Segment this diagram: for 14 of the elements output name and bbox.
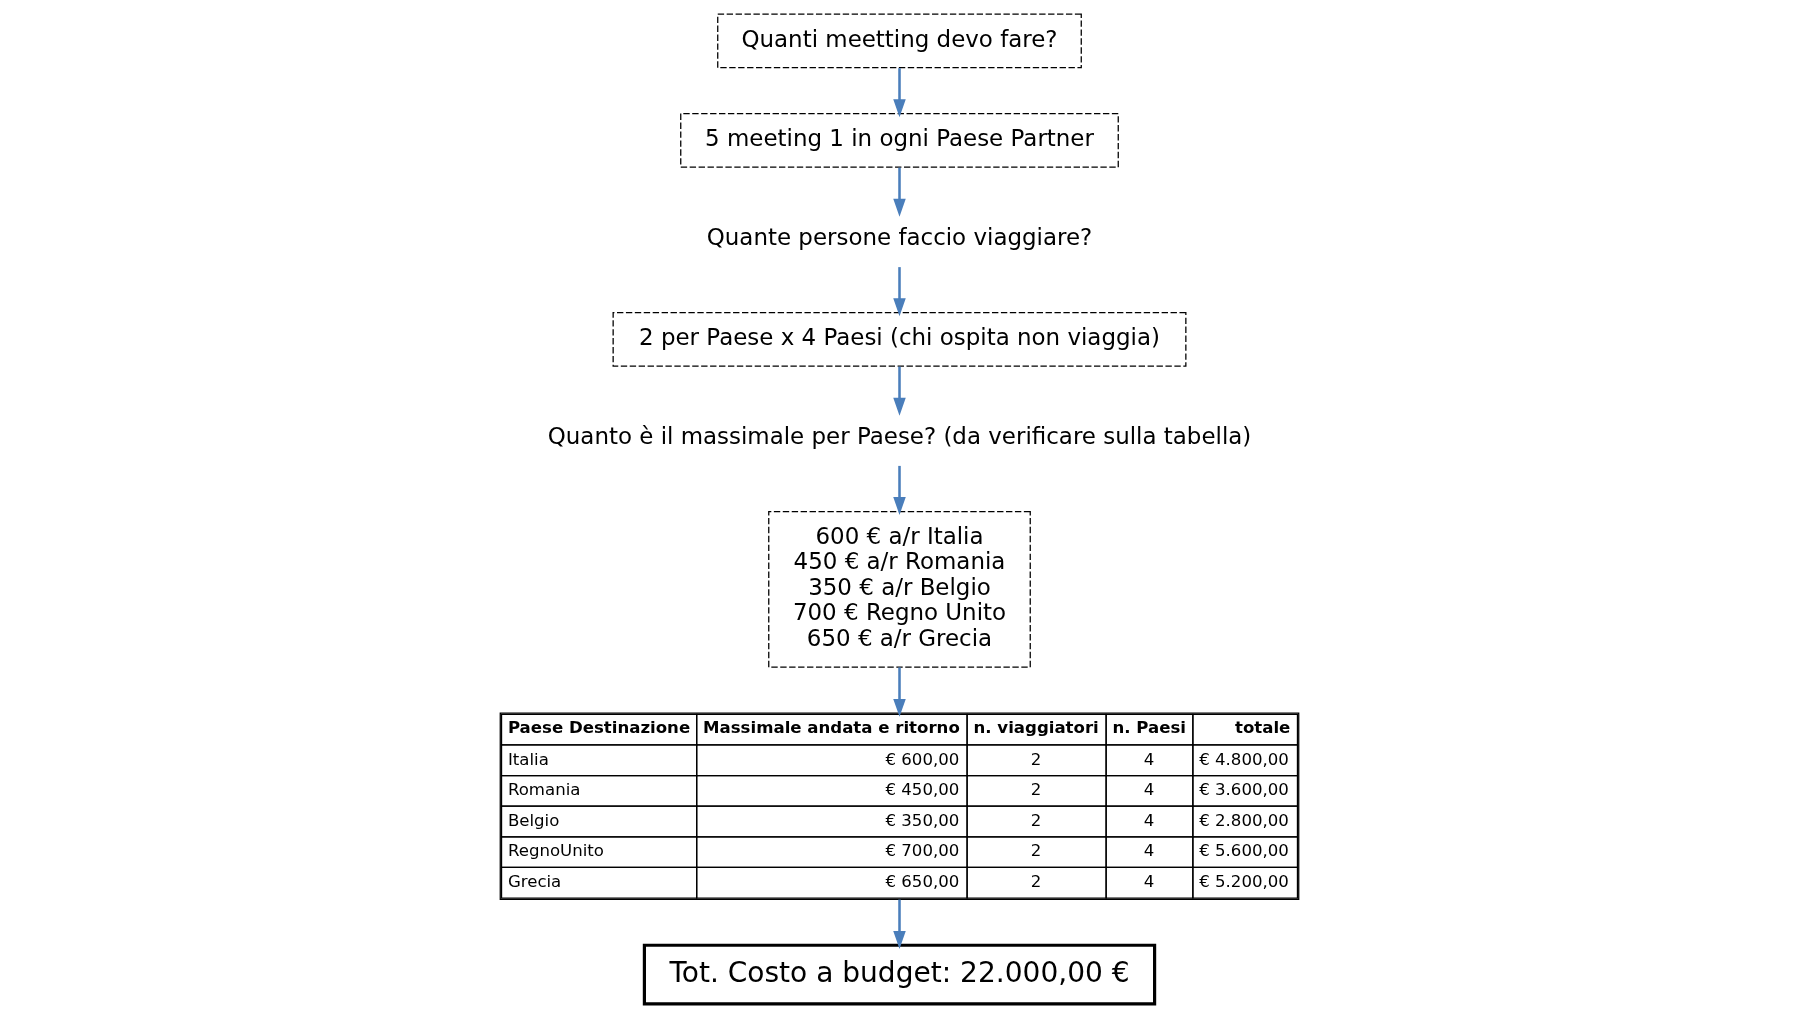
node-box: 600 € a/r Italia 450 € a/r Romania 350 € a/r Belgio 700 € Regno Unito 650 € a/r Grecia [768,510,1031,668]
node-box: 5 meeting 1 in ogni Paese Partner [680,112,1119,168]
arrow [893,899,906,949]
arrow [893,666,906,717]
arrow [893,67,906,117]
arrow [893,366,906,416]
node-text: Quanto è il massimale per Paese? (da verificare sulla tabella) [547,422,1252,449]
node-box: Quanti meetting devo fare? [717,12,1082,68]
arrow [893,167,906,217]
node-box: 2 per Paese x 4 Paesi (chi ospita non viaggia) [612,311,1187,367]
arrow [893,465,906,515]
node-text: Quante persone faccio viaggiare? [706,223,1093,250]
arrow [893,266,906,316]
node-box: Tot. Costo a budget: 22.000,00 € [642,943,1157,1005]
